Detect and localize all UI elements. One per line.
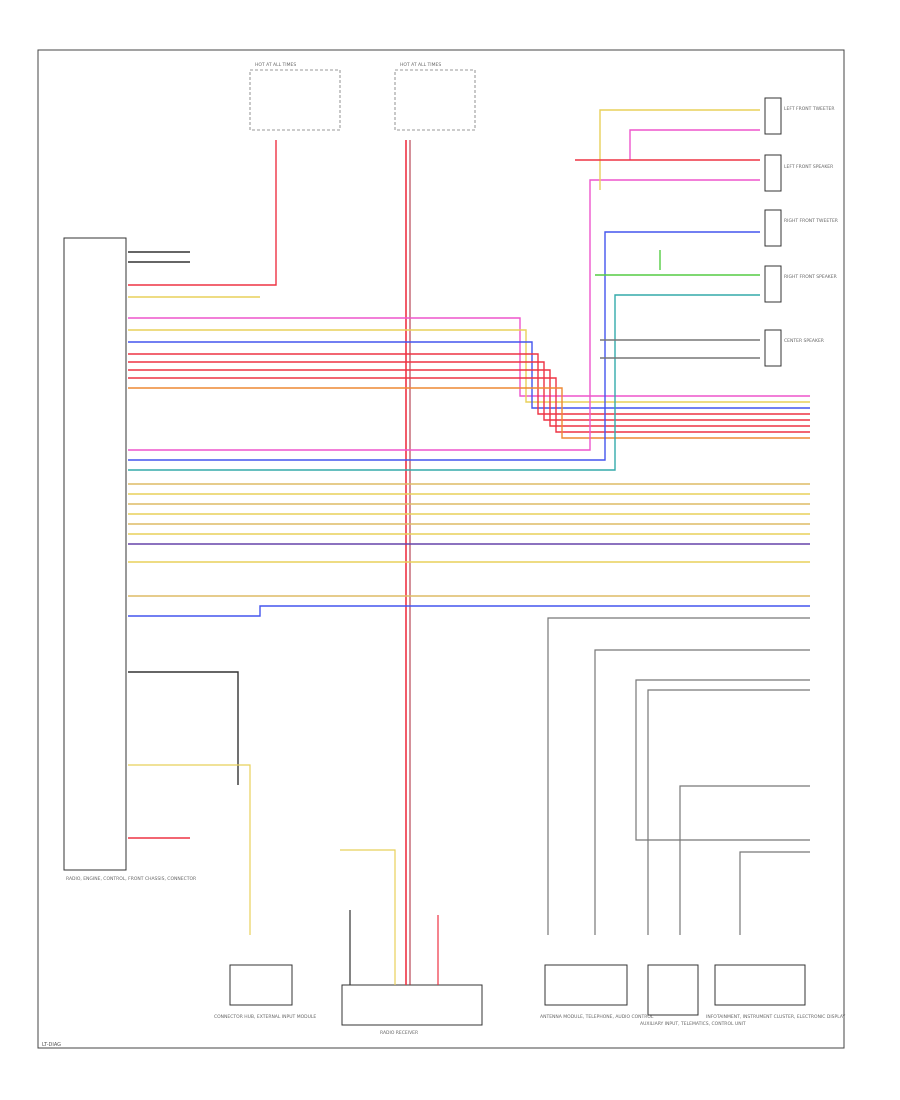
fuse-box-2-label: HOT AT ALL TIMES [400, 62, 441, 68]
wire-gray-r1 [547, 617, 810, 935]
fuse-box-1: HOT AT ALL TIMES [249, 62, 341, 131]
wire-blue-2 [128, 231, 760, 461]
wire-gray-r3 [635, 679, 810, 841]
speaker-lf-tweeter [764, 97, 782, 135]
wire-black-low [128, 671, 239, 785]
wire-orange-1 [128, 387, 810, 439]
page-label: LT-DIAG [42, 1042, 61, 1048]
speaker-lf-label: LEFT FRONT SPEAKER [784, 164, 833, 170]
wire-red-4 [128, 377, 810, 433]
wire-red-fuse1 [128, 140, 277, 286]
radio-receiver-label: RADIO RECEIVER [380, 1030, 418, 1036]
wire-teal-2 [128, 294, 760, 471]
wire-yellow-spk [599, 109, 760, 190]
infotainment-box [714, 964, 806, 1006]
connector-hub-label: CONNECTOR HUB, EXTERNAL INPUT MODULE [214, 1014, 316, 1020]
speaker-rf [764, 265, 782, 303]
fuse-box-1-label: HOT AT ALL TIMES [255, 62, 296, 68]
wire-pink-2 [128, 179, 760, 451]
speaker-center-label: CENTER SPEAKER [784, 338, 824, 344]
audio-module-label: RADIO, ENGINE, CONTROL, FRONT CHASSIS, C… [66, 876, 196, 882]
aux-module-box [647, 964, 699, 1016]
aux-module-label: AUXILIARY INPUT, TELEMATICS, CONTROL UNI… [640, 1021, 746, 1027]
speaker-rf-tweeter-label: RIGHT FRONT TWEETER [784, 218, 838, 224]
wire-gray-r4 [647, 689, 810, 935]
wire-red-2 [128, 361, 810, 421]
fuse-box-2: HOT AT ALL TIMES [394, 62, 476, 131]
antenna-module-box [544, 964, 628, 1006]
wire-blue-1 [128, 341, 810, 409]
antenna-module-label: ANTENNA MODULE, TELEPHONE, AUDIO CONTROL [540, 1014, 654, 1020]
wire-gray-r6 [739, 851, 810, 935]
audio-module-box [63, 237, 127, 871]
connector-hub-box [229, 964, 293, 1006]
wire-red-1 [128, 353, 810, 415]
radio-receiver-box [341, 984, 483, 1026]
wire-pink-spk [629, 129, 760, 160]
wires [128, 109, 810, 985]
speaker-rf-tweeter [764, 209, 782, 247]
wire-gray-r5 [679, 785, 810, 935]
speaker-lf [764, 154, 782, 192]
speakers: LEFT FRONT TWEETER LEFT FRONT SPEAKER RI… [764, 97, 838, 367]
wire-red-3 [128, 369, 810, 427]
speaker-center [764, 329, 782, 367]
speaker-rf-label: RIGHT FRONT SPEAKER [784, 274, 837, 280]
diagram-frame [37, 49, 845, 1049]
wire-yellow-low [128, 764, 251, 935]
wire-gray-r2 [594, 649, 810, 935]
wire-blue-3 [128, 605, 810, 617]
wire-yellow-1 [128, 329, 810, 403]
speaker-lf-tweeter-label: LEFT FRONT TWEETER [784, 106, 834, 112]
infotainment-label: INFOTAINMENT, INSTRUMENT CLUSTER, ELECTR… [706, 1014, 846, 1020]
wire-pink-1 [128, 317, 810, 397]
wire-yellow-radio [340, 849, 396, 985]
